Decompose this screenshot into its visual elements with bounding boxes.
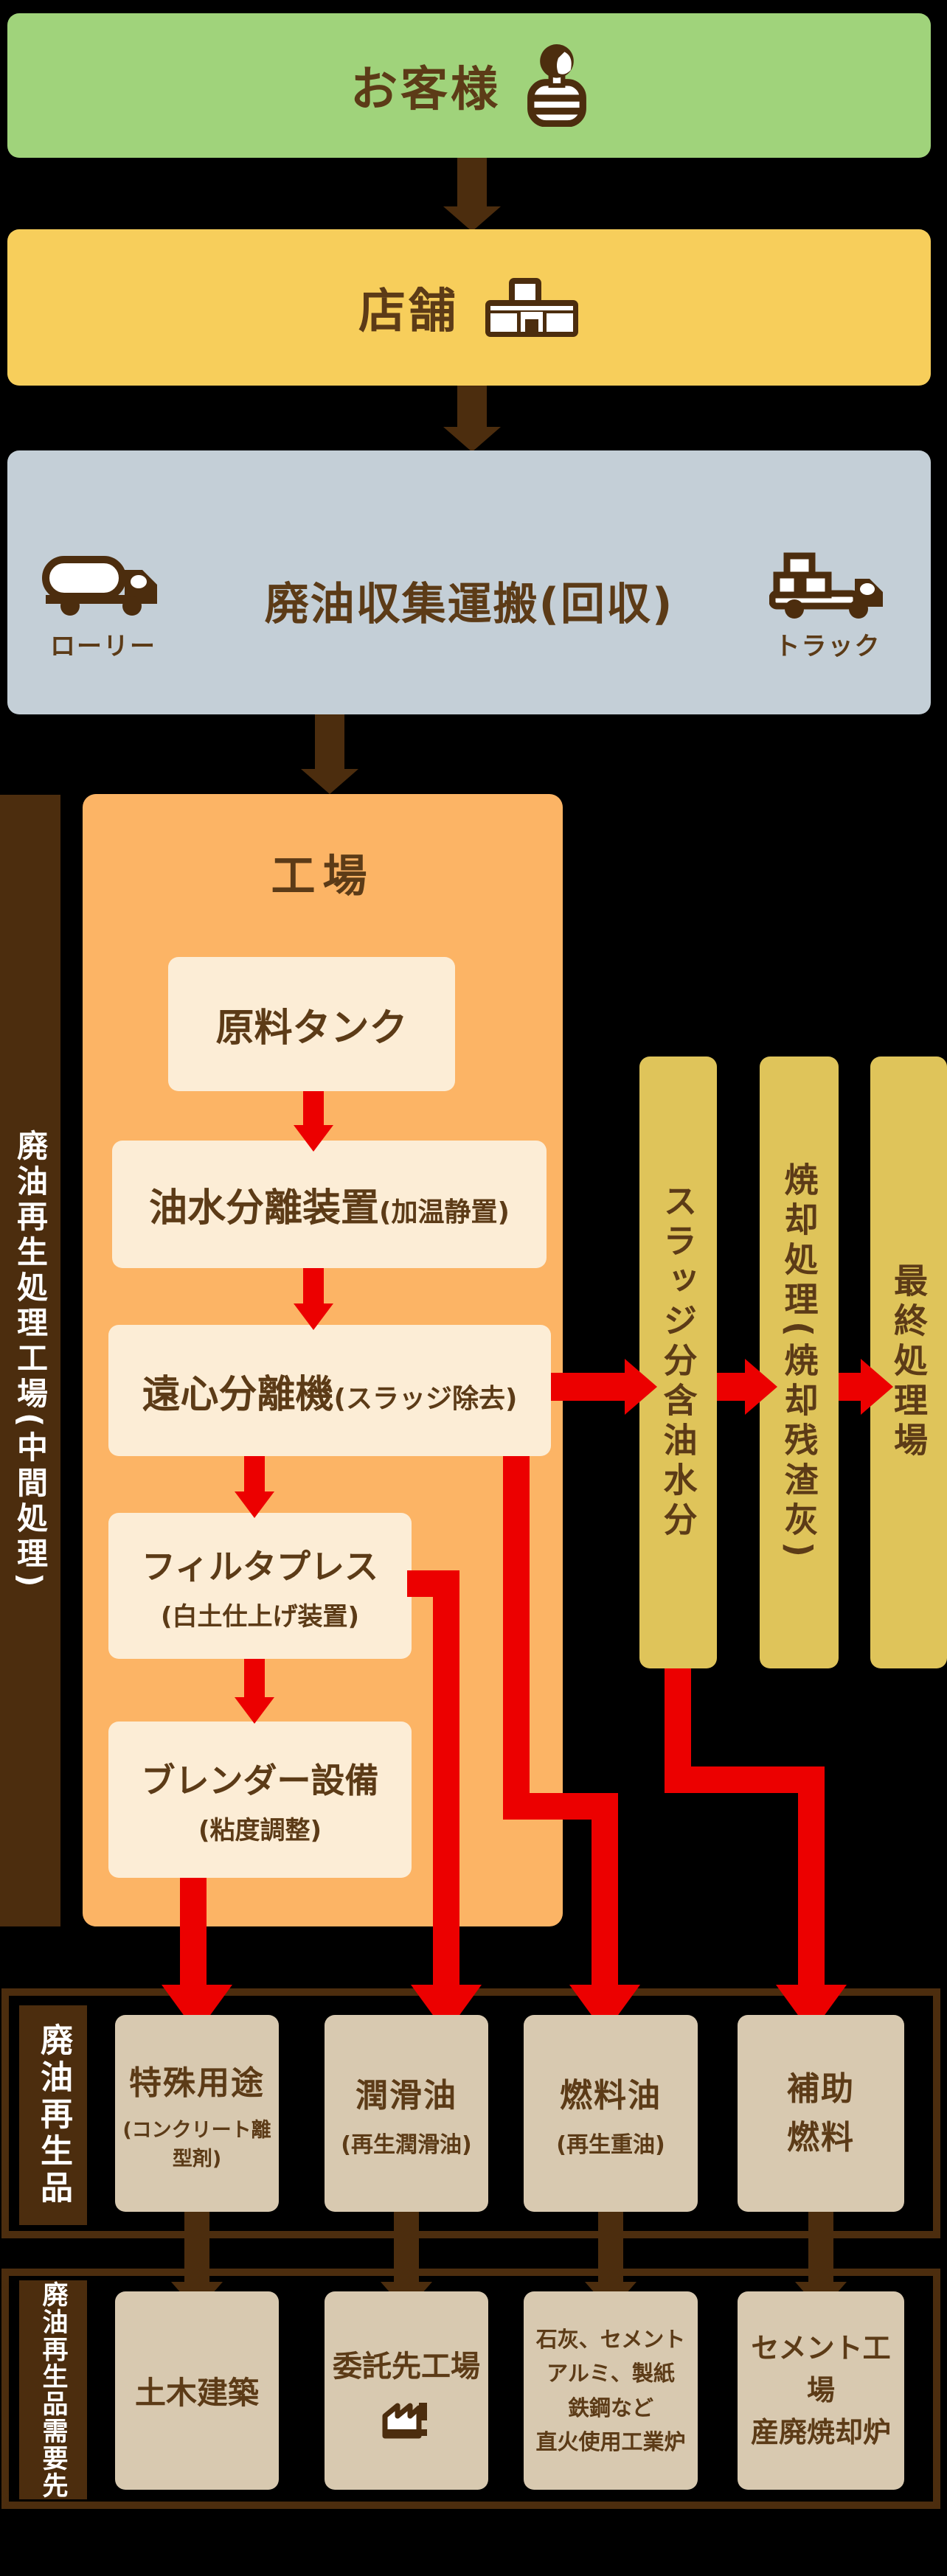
line-centrifuge-to-fuel-v2 (592, 1793, 618, 1985)
destination-industrial-furnaces-line4: 直火使用工業炉 (535, 2429, 686, 2454)
destination-industrial-furnaces: 石灰、セメント アルミ、製紙 鉄鋼など 直火使用工業炉 (524, 2291, 698, 2490)
arrow-lubricant-to-consignee-stem (394, 2212, 419, 2282)
arrow-filter-to-blender-stem (244, 1659, 265, 1697)
truck-icon (769, 552, 886, 620)
line-centrifuge-to-fuel-v1 (503, 1456, 530, 1820)
arrow-incineration-to-final-stem (839, 1373, 861, 1401)
line-blender-to-special (180, 1878, 207, 1985)
product-lubricant: 潤滑油 (再生潤滑油) (325, 2015, 488, 2212)
product-fuel-oil-sub: (再生重油) (556, 2131, 665, 2158)
destination-consignee-factory-label: 委託先工場 (333, 2349, 480, 2384)
destinations-group-border (1, 2269, 940, 2509)
destinations-label-bar: 廃油再生品需要先 (19, 2280, 87, 2499)
recycled-products-label-bar: 廃油再生品 (19, 2005, 87, 2225)
arrow-centrifuge-to-filter-head (235, 1491, 274, 1518)
product-lubricant-label: 潤滑油 (355, 2076, 457, 2114)
step-filter-press-label: フィルタプレス (141, 1546, 379, 1587)
arrow-aux-to-cement-stem (808, 2212, 833, 2282)
arrow-tank-to-separator-head (294, 1125, 333, 1152)
arrow-store-to-collection-head (443, 427, 501, 452)
destination-industrial-furnaces-line2: アルミ、製紙 (547, 2361, 675, 2387)
factory-title: 工場 (271, 851, 375, 902)
step-filter-press-sub: (白土仕上げ装置) (160, 1601, 360, 1632)
factory-side-label-bar: 廃油再生処理工場(中間処理) (0, 795, 60, 1926)
collection-title: 廃油収集運搬(回収) (264, 579, 674, 630)
line-filter-to-lubricant-v (433, 1570, 459, 1985)
factory-icon (381, 2400, 432, 2440)
arrow-special-to-civil-stem (184, 2212, 209, 2282)
column-incineration-label: 焼却処理(焼却残渣灰) (779, 1161, 819, 1564)
step-filter-press: フィルタプレス (白土仕上げ装置) (108, 1513, 412, 1659)
product-special-use: 特殊用途 (コンクリート離型剤) (115, 2015, 279, 2212)
arrow-incineration-to-final-head (861, 1359, 893, 1415)
step-oil-water-separator-sub: (加温静置) (379, 1197, 510, 1228)
arrow-centrifuge-to-sludge-head (625, 1359, 657, 1415)
lorry-label: ローリー (50, 632, 156, 661)
destination-civil-construction-label: 土木建築 (134, 2375, 259, 2411)
step-centrifuge-sub: (スラッジ除去) (333, 1383, 518, 1414)
tank-lorry-icon (42, 554, 157, 617)
product-auxiliary-fuel-line2: 燃料 (787, 2118, 855, 2156)
step-centrifuge-label: 遠心分離機 (142, 1372, 334, 1417)
step-blender-sub: (粘度調整) (198, 1815, 322, 1845)
step-blender-label: ブレンダー設備 (141, 1760, 379, 1800)
destination-consignee-factory: 委託先工場 (325, 2291, 488, 2490)
store-label: 店舗 (358, 285, 459, 339)
collection-box: 廃油収集運搬(回収) ローリー トラ (7, 450, 931, 714)
destination-cement-incinerator: セメント工場 産廃焼却炉 (738, 2291, 904, 2490)
product-fuel-oil-label: 燃料油 (560, 2076, 662, 2114)
arrow-tank-to-separator-stem (303, 1091, 324, 1125)
arrow-separator-to-centrifuge-head (294, 1303, 333, 1330)
store-icon (484, 276, 580, 338)
arrow-sludge-to-incineration-head (745, 1359, 777, 1415)
arrow-collection-to-factory-head (301, 769, 358, 794)
truck-label: トラック (774, 632, 881, 661)
store-box: 店舗 (7, 229, 931, 386)
step-centrifuge: 遠心分離機 (スラッジ除去) (108, 1325, 551, 1456)
step-oil-water-separator-label: 油水分離装置 (149, 1186, 380, 1230)
person-icon (526, 44, 588, 127)
customer-box: お客様 (7, 13, 931, 158)
arrow-sludge-to-incineration-stem (717, 1373, 745, 1401)
arrow-separator-to-centrifuge-stem (303, 1268, 324, 1303)
factory-side-label: 廃油再生処理工場(中間処理) (12, 1129, 49, 1592)
step-oil-water-separator: 油水分離装置 (加温静置) (112, 1141, 547, 1268)
destinations-label: 廃油再生品需要先 (38, 2280, 68, 2499)
destination-industrial-furnaces-line1: 石灰、セメント (535, 2326, 686, 2352)
arrow-customer-to-store-stem (457, 158, 487, 206)
arrow-store-to-collection-stem (457, 386, 487, 427)
product-special-use-sub: (コンクリート離型剤) (122, 2118, 271, 2171)
line-sludge-to-aux-h (665, 1766, 825, 1793)
destination-cement-incinerator-line2: 産廃焼却炉 (750, 2416, 891, 2448)
product-auxiliary-fuel: 補助 燃料 (738, 2015, 904, 2212)
arrow-customer-to-store-head (443, 206, 501, 232)
arrow-fuel-to-furnace-stem (598, 2212, 623, 2282)
destination-industrial-furnaces-line3: 鉄鋼など (567, 2395, 653, 2420)
arrow-centrifuge-to-sludge-stem (551, 1373, 625, 1401)
product-lubricant-sub: (再生潤滑油) (341, 2131, 472, 2158)
step-blender: ブレンダー設備 (粘度調整) (108, 1722, 412, 1878)
step-raw-tank: 原料タンク (168, 957, 455, 1091)
product-auxiliary-fuel-line1: 補助 (787, 2069, 855, 2108)
destination-civil-construction: 土木建築 (115, 2291, 279, 2490)
destination-cement-incinerator-line1: セメント工場 (751, 2332, 891, 2406)
column-final-disposal-label: 最終処理場 (889, 1263, 929, 1462)
customer-label: お客様 (350, 63, 501, 117)
product-special-use-label: 特殊用途 (129, 2064, 265, 2102)
product-fuel-oil: 燃料油 (再生重油) (524, 2015, 698, 2212)
recycled-products-label: 廃油再生品 (35, 2023, 72, 2207)
arrow-centrifuge-to-filter-stem (244, 1456, 265, 1491)
arrow-filter-to-blender-head (235, 1697, 274, 1724)
arrow-collection-to-factory-stem (315, 714, 344, 769)
column-sludge-water-label: スラッジ分含油水分 (658, 1183, 698, 1542)
line-sludge-to-aux-v2 (798, 1766, 825, 1985)
step-raw-tank-label: 原料タンク (215, 1006, 408, 1051)
